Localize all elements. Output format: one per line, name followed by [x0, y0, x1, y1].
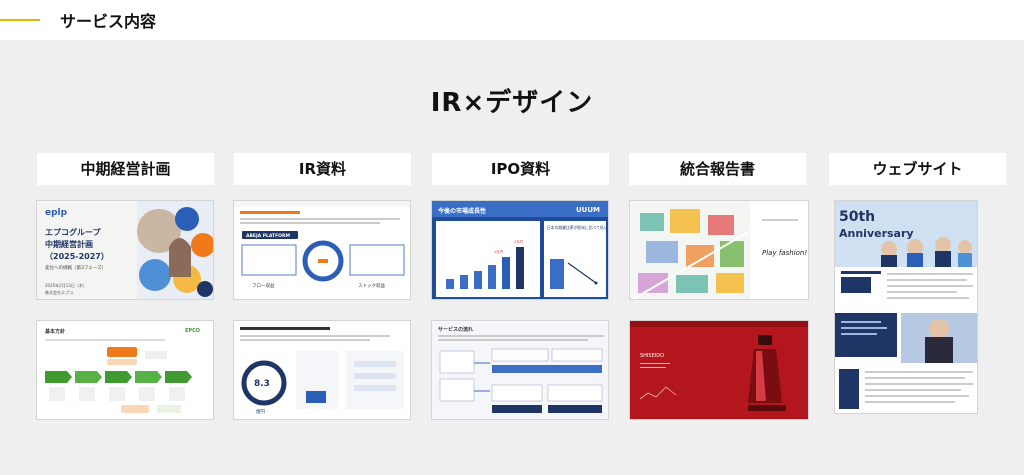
- ir-platform-badge: ABEJA PLATFORM: [246, 233, 290, 239]
- plan-subtitle: 変化への挑戦（第3フェーズ）: [45, 264, 106, 271]
- plan-brand-logo: eplp: [45, 208, 68, 218]
- category-tab-ipo[interactable]: IPO資料: [432, 153, 609, 185]
- web-title-50th: 50th: [839, 209, 875, 225]
- category-tab-report[interactable]: 統合報告書: [629, 153, 806, 185]
- thumb-plan-policy[interactable]: 基本方針 EPCO: [36, 320, 214, 420]
- report2-brand: SHISEIDO: [640, 353, 664, 359]
- thumb-ir-kpi[interactable]: 8.3 億円: [233, 320, 411, 420]
- ipo-title-right: 日本の創業比率が欧米に比べて低い: [547, 225, 608, 230]
- ipo-bar-label-2: 2兆円: [514, 239, 524, 244]
- plan-date: 2025年2月13日（木）: [45, 282, 87, 288]
- header-accent-line: [0, 19, 40, 21]
- category-tab-website[interactable]: ウェブサイト: [829, 153, 1006, 185]
- plan2-heading: 基本方針: [44, 328, 65, 335]
- thumb-report-shiseido[interactable]: SHISEIDO: [629, 320, 809, 420]
- web-title-anniversary: Anniversary: [839, 227, 914, 240]
- section-heading: IR×デザイン: [430, 88, 594, 118]
- thumb-ir-platform[interactable]: ABEJA PLATFORM フロー収益 ストック収益: [233, 200, 411, 300]
- thumb-ipo-market[interactable]: 今後の市場成長性 UUUM 日本の創業比率が欧米に比べて低い 1兆円 2兆円: [431, 200, 609, 300]
- thumb-report-cover[interactable]: Play fashion!: [629, 200, 809, 300]
- plan2-brand: EPCO: [185, 328, 200, 334]
- ipo-brand: UUUM: [576, 206, 600, 214]
- section-header: サービス内容: [0, 0, 1024, 40]
- thumb-website-50th[interactable]: 50th Anniversary: [834, 200, 978, 414]
- ir-stock-label: ストック収益: [358, 282, 385, 289]
- plan-title-1: エプコグループ: [45, 227, 102, 237]
- ipo-bar-label-1: 1兆円: [494, 249, 504, 254]
- thumb-ipo-flow[interactable]: サービスの流れ: [431, 320, 609, 420]
- ir-kpi-value: 8.3: [254, 379, 270, 389]
- plan-title-2: 中期経営計画: [45, 239, 93, 249]
- plan-title-3: （2025-2027）: [45, 251, 109, 261]
- thumb-plan-cover[interactable]: eplp エプコグループ 中期経営計画 （2025-2027） 変化への挑戦（第…: [36, 200, 214, 300]
- ipo-flow-title: サービスの流れ: [438, 326, 473, 333]
- plan-company: 株式会社エプコ: [45, 289, 73, 295]
- report-logo: Play fashion!: [762, 249, 807, 257]
- ir-kpi-unit: 億円: [256, 408, 265, 415]
- category-tab-ir[interactable]: IR資料: [234, 153, 411, 185]
- section-header-title: サービス内容: [60, 12, 157, 31]
- ipo-title-left: 今後の市場成長性: [437, 207, 486, 215]
- ir-flow-label: フロー収益: [252, 282, 275, 289]
- category-tab-plan[interactable]: 中期経営計画: [37, 153, 214, 185]
